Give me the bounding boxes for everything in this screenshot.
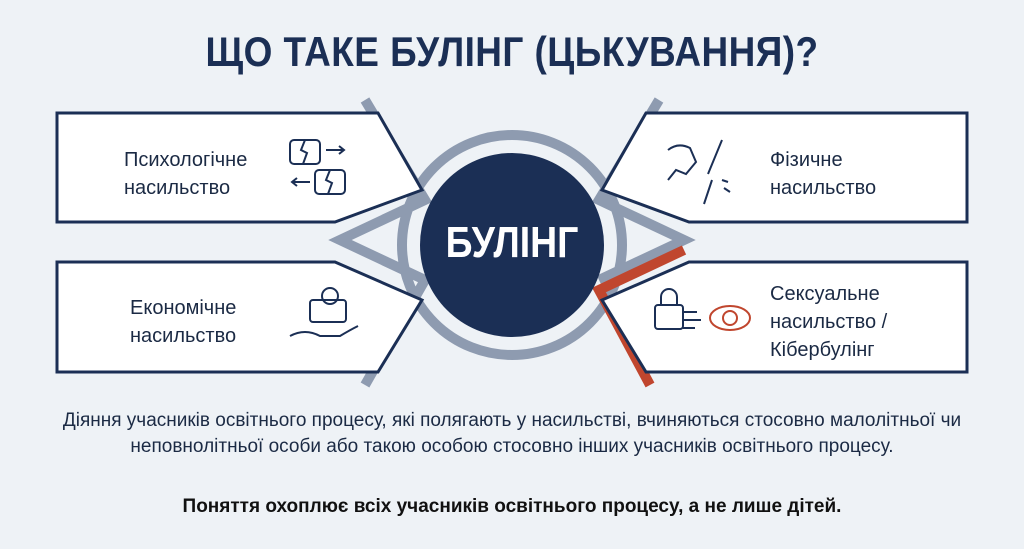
lock-eye-icon	[654, 288, 751, 331]
label-line: насильство /	[770, 311, 888, 333]
category-physical-label: Фізичне насильство	[770, 146, 876, 202]
label-line: насильство	[130, 325, 237, 347]
outer-ring	[397, 130, 627, 360]
description: Діяння учасників освітнього процесу, які…	[62, 410, 962, 457]
broken-speech-bubbles-icon	[289, 139, 346, 195]
category-sexual-cyber-label: Сексуальне насильство / Кібербулінг	[770, 280, 887, 364]
label-line: Психологічне	[124, 149, 248, 171]
box-economic	[55, 260, 425, 374]
label-line: Фізичне	[770, 149, 843, 171]
label-line: Сексуальне	[770, 283, 880, 305]
label-line: Кібербулінг	[770, 339, 875, 361]
wallet-hand-icon	[289, 287, 359, 337]
page-title: ЩО ТАКЕ БУЛІНГ (ЦЬКУВАННЯ)?	[205, 28, 819, 75]
category-psychological-label: Психологічне насильство	[124, 146, 247, 202]
label-line: насильство	[124, 177, 231, 199]
box-sexual-cyber	[599, 260, 969, 374]
center-circle	[420, 153, 604, 337]
label-line: Економічне	[130, 297, 237, 319]
note: Поняття охоплює всіх учасників освітньог…	[182, 496, 842, 517]
label-line: насильство	[770, 177, 877, 199]
box-physical	[599, 111, 969, 224]
center-label: БУЛІНГ	[445, 218, 579, 267]
fist-breaking-stick-icon	[667, 139, 731, 205]
category-economic-label: Економічне насильство	[130, 294, 236, 350]
